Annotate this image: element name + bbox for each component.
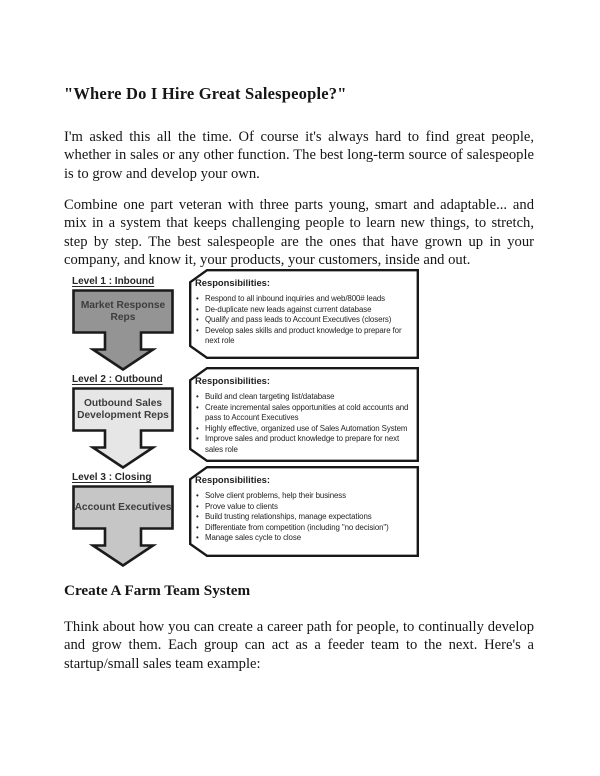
responsibility-item: Create incremental sales opportunities a… xyxy=(195,403,418,424)
level-2-responsibilities-box: Responsibilities: Build and clean target… xyxy=(189,367,419,462)
responsibility-item: Build trusting relationships, manage exp… xyxy=(195,512,418,523)
responsibilities-title: Responsibilities: xyxy=(195,474,271,485)
responsibilities-content: Responsibilities: Solve client problems,… xyxy=(195,474,418,544)
level-3-role: Account Executives xyxy=(74,502,172,513)
responsibility-item: Build and clean targeting list/database xyxy=(195,392,418,403)
responsibility-item: Prove value to clients xyxy=(195,502,418,513)
level-1-box-arrow xyxy=(72,289,174,371)
responsibility-item: Solve client problems, help their busine… xyxy=(195,491,418,502)
document-title: "Where Do I Hire Great Salespeople?" xyxy=(64,84,347,103)
level-1-down-arrow-shape xyxy=(72,289,174,371)
responsibility-item: Develop sales skills and product knowled… xyxy=(195,326,418,347)
level-3-responsibilities-box: Responsibilities: Solve client problems,… xyxy=(189,466,419,557)
responsibilities-title: Responsibilities: xyxy=(195,375,271,386)
responsibilities-content: Responsibilities: Build and clean target… xyxy=(195,375,418,455)
responsibilities-title: Responsibilities: xyxy=(195,277,271,288)
level-2-down-arrow-shape xyxy=(72,387,174,469)
level-2-box-arrow xyxy=(72,387,174,469)
level-2-label: Level 2 : Outbound xyxy=(72,374,163,385)
level-3-box-arrow xyxy=(72,485,174,567)
level-3-label: Level 3 : Closing xyxy=(72,472,152,483)
responsibility-item: Respond to all inbound inquiries and web… xyxy=(195,294,418,305)
level-1-label: Level 1 : Inbound xyxy=(72,276,155,287)
responsibility-item: De-duplicate new leads against current d… xyxy=(195,305,418,316)
farm-team-paragraph: Think about how you can create a career … xyxy=(64,619,534,672)
level-2-role: Outbound Sales Development Reps xyxy=(77,398,169,421)
responsibility-item: Differentiate from competition (includin… xyxy=(195,523,418,534)
responsibility-item: Qualify and pass leads to Account Execut… xyxy=(195,315,418,326)
responsibility-item: Improve sales and product knowledge to p… xyxy=(195,434,418,455)
farm-team-heading: Create A Farm Team System xyxy=(64,582,251,599)
responsibility-item: Highly effective, organized use of Sales… xyxy=(195,424,418,435)
intro-paragraph: I'm asked this all the time. Of course i… xyxy=(64,129,534,182)
combine-paragraph: Combine one part veteran with three part… xyxy=(64,197,534,268)
responsibility-item: Manage sales cycle to close xyxy=(195,533,418,544)
level-1-responsibilities-box: Responsibilities: Respond to all inbound… xyxy=(189,269,419,359)
responsibilities-content: Responsibilities: Respond to all inbound… xyxy=(195,277,418,347)
level-1-role: Market Response Reps xyxy=(80,300,166,323)
level-3-down-arrow-shape xyxy=(72,485,174,567)
